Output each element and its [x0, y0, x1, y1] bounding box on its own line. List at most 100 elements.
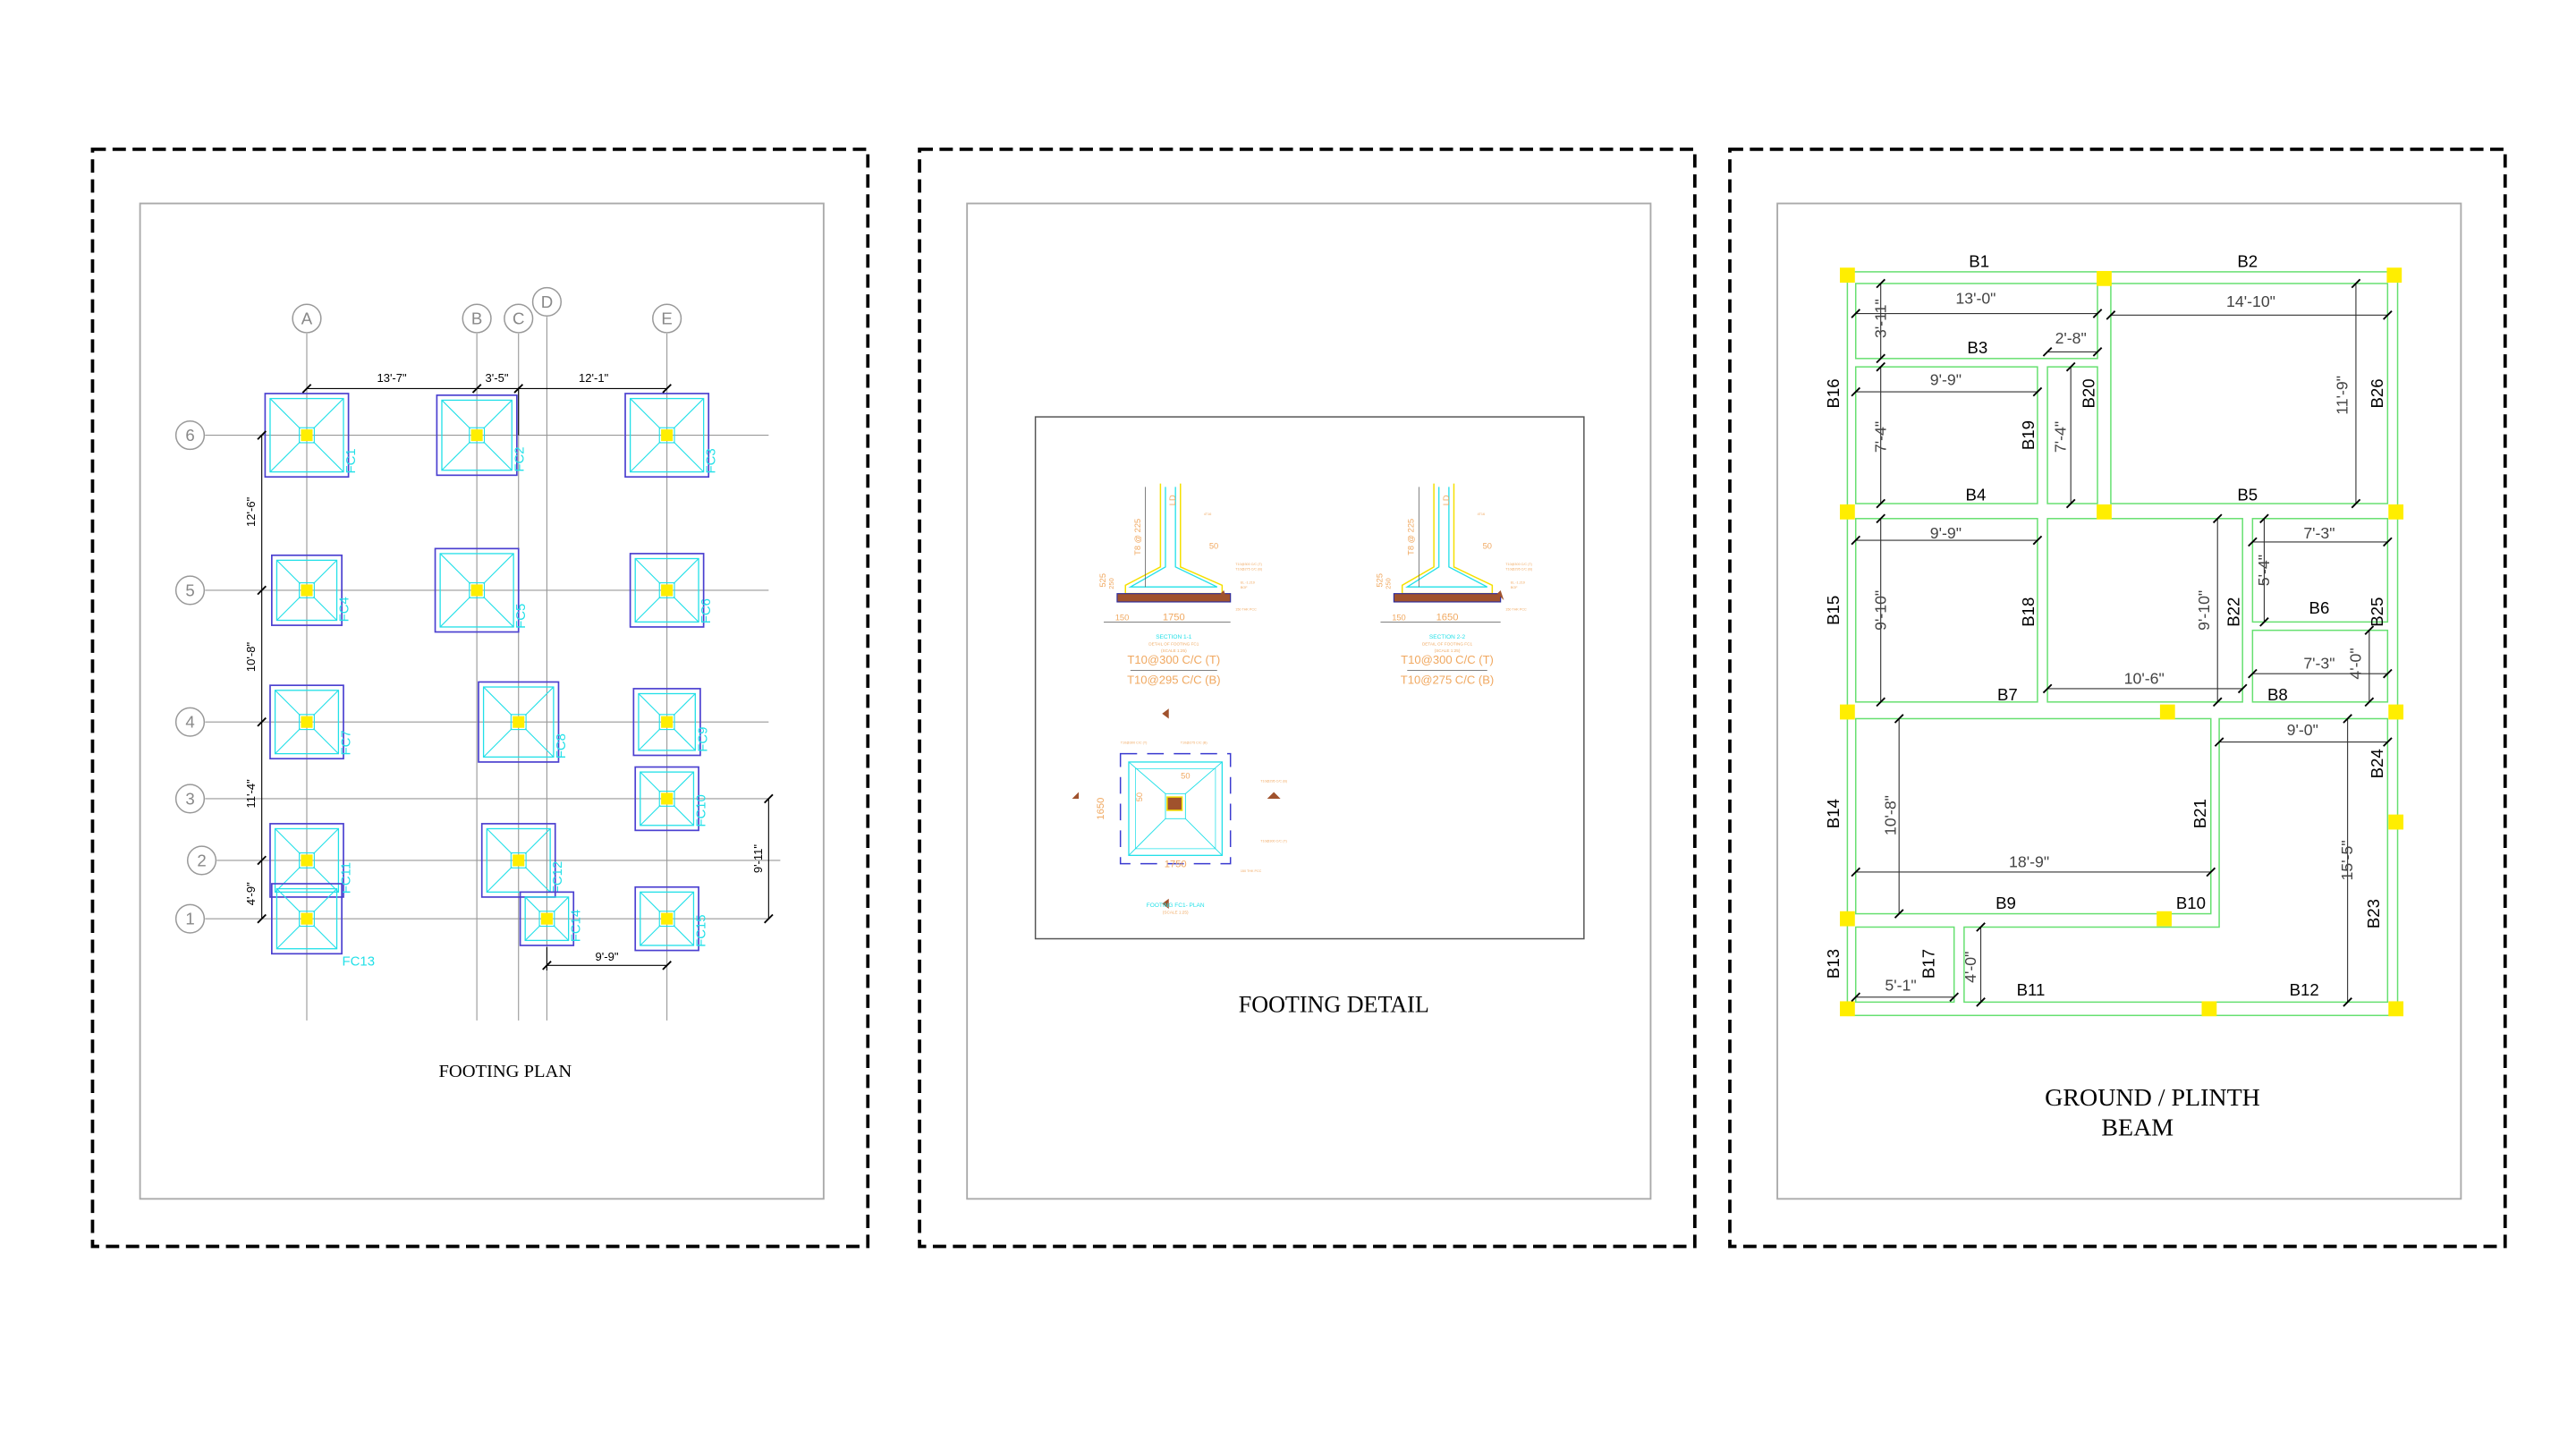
column: [301, 912, 313, 925]
dimension-text: 13'-7": [377, 371, 407, 385]
dimension-tick: [2351, 498, 2361, 509]
column: [2157, 911, 2172, 927]
footing-slope-line: [630, 398, 661, 429]
dimension-text: 18'-9": [2009, 852, 2049, 870]
dimension-text: 9'-11": [751, 844, 765, 874]
column: [661, 792, 674, 805]
column: [2388, 704, 2404, 720]
drawing-frame: [139, 202, 825, 1200]
beam-inner-edge: [1963, 717, 2389, 1004]
beam-inner-edge: [1854, 926, 1955, 1004]
footing-label: FC2: [513, 446, 527, 471]
column: [1840, 504, 1855, 520]
column: [661, 584, 674, 597]
footing-FC14: FC14: [519, 891, 584, 946]
dimension-tick: [2092, 347, 2103, 357]
detail-viewport: [1034, 416, 1585, 940]
footing-slope-line: [1185, 761, 1223, 794]
grid-label-3: 3: [185, 789, 194, 808]
beam-label-B16: B16: [1824, 378, 1843, 408]
dimension-tick: [2383, 310, 2393, 320]
sheet-border: [918, 148, 1697, 1249]
column: [1166, 796, 1183, 811]
section-title: SECTION 2-2: [1429, 634, 1466, 640]
column: [2388, 1001, 2404, 1017]
beam-label-B10: B10: [2176, 894, 2206, 912]
footing-outline: [264, 393, 350, 479]
footing-slope-line: [673, 693, 696, 716]
footing-outline: [480, 823, 556, 898]
dimension-text: 11'-4": [244, 779, 258, 809]
footing-slope-line: [269, 441, 301, 472]
beam-inner-edge: [1854, 366, 2038, 504]
footing-slope-line: [673, 597, 699, 623]
edge-text: 250: [1385, 578, 1393, 589]
footing-label: FC15: [695, 914, 709, 946]
footing-slope-line: [313, 441, 344, 472]
column: [301, 716, 313, 728]
footing-inner-outline: [640, 891, 695, 946]
bottom-bars-text: T10@295 C/C (B): [1127, 673, 1220, 686]
beam-inner-edge: [1854, 283, 2098, 360]
column: [470, 429, 483, 442]
pedestal: [658, 911, 675, 928]
beam-label-B9: B9: [1996, 894, 2016, 912]
pcc-outline: [1119, 752, 1232, 865]
footing-outline: [269, 823, 344, 898]
dimension-text: 4'-0": [1962, 952, 1979, 983]
footing-FC15: FC15: [634, 886, 709, 952]
footing-slope-line: [1128, 818, 1166, 856]
beam-label-B26: B26: [2368, 378, 2386, 408]
reinforcement: [1405, 487, 1488, 588]
dimension-tick: [2032, 535, 2043, 546]
dimension-text: 7'-4": [1871, 421, 1889, 453]
dimension-tick: [2259, 617, 2269, 627]
beam-label-B7: B7: [1997, 685, 2018, 704]
footing-outline: [632, 688, 701, 757]
footing-slope-line: [673, 771, 694, 792]
footing-FC1: FC1: [264, 393, 359, 479]
column: [661, 912, 674, 925]
footing-inner-outline: [441, 399, 513, 471]
footing-slope-line: [673, 441, 705, 472]
development-length-text: LD: [1442, 495, 1451, 505]
footing-slope-line: [313, 690, 339, 716]
dimension-tick: [2351, 278, 2361, 289]
section-marker-icon: [1162, 898, 1169, 909]
pedestal: [538, 911, 555, 928]
dimension-text: 3'-11": [1871, 299, 1889, 338]
sheet-title: FOOTING PLAN: [439, 1062, 572, 1081]
grid-label-4: 4: [185, 713, 194, 732]
reinforcement: [1128, 487, 1218, 588]
beam-label-B5: B5: [2237, 485, 2258, 504]
width-text: 1750: [1163, 612, 1185, 623]
development-length-text: LD: [1168, 495, 1177, 505]
dimension-text: 4'-9": [244, 882, 258, 905]
dimension-text: 15'-5": [2338, 840, 2356, 880]
beam-inner-edge: [2046, 366, 2098, 504]
pedestal: [1165, 792, 1186, 819]
dimension-tick: [2343, 997, 2352, 1007]
beam-label-B11: B11: [2017, 980, 2046, 999]
dimension-tick: [2364, 625, 2375, 635]
footing-slope-line: [630, 441, 661, 472]
footing-slope-line: [439, 597, 471, 628]
note-text: T10@300 C/C (T): [1235, 563, 1262, 566]
drawing-frame: [966, 202, 1652, 1200]
pedestal: [510, 852, 527, 869]
grid-label-5: 5: [185, 580, 194, 599]
cover-text: 50: [1483, 541, 1492, 550]
footing-label: FC12: [551, 861, 565, 894]
dimension-text: 10'-6": [2124, 669, 2165, 687]
footing-slope-line: [483, 686, 513, 716]
footing-slope-line: [524, 925, 541, 941]
dimension-tick: [1976, 997, 1986, 1007]
grid-label-B: B: [471, 309, 482, 328]
grid-bubble-3: [174, 784, 206, 814]
dimension-text: 5'-4": [2255, 555, 2273, 586]
